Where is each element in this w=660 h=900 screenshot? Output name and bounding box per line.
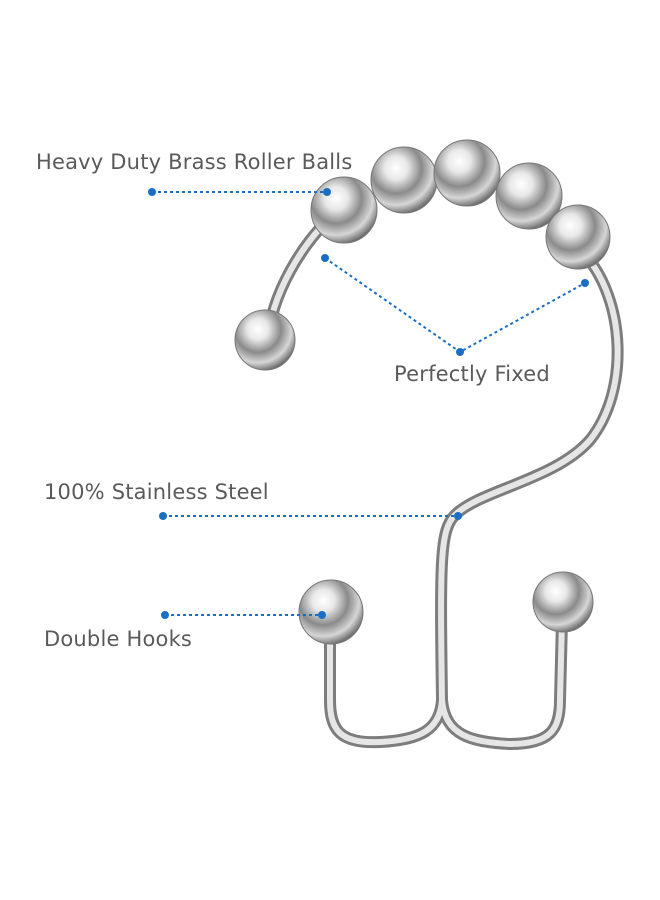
end-ball	[234, 309, 296, 371]
roller-ball-1	[310, 176, 378, 244]
leader-lines	[152, 191, 586, 616]
double-hooks-label: Double Hooks	[44, 627, 193, 651]
roller-ball-2	[370, 146, 438, 214]
roller-ball-3	[433, 139, 501, 207]
hook-ball-left	[298, 579, 364, 645]
roller-ball-5	[545, 204, 611, 270]
hook-wire	[262, 199, 624, 750]
hook-ball-right	[532, 571, 594, 633]
leader-dots	[148, 188, 589, 619]
roller-balls-label: Heavy Duty Brass Roller Balls	[36, 150, 353, 174]
roller-ball-4	[495, 162, 563, 230]
roller-balls	[234, 139, 611, 645]
stainless-steel-label: 100% Stainless Steel	[44, 480, 269, 504]
perfectly-fixed-label: Perfectly Fixed	[394, 362, 550, 386]
